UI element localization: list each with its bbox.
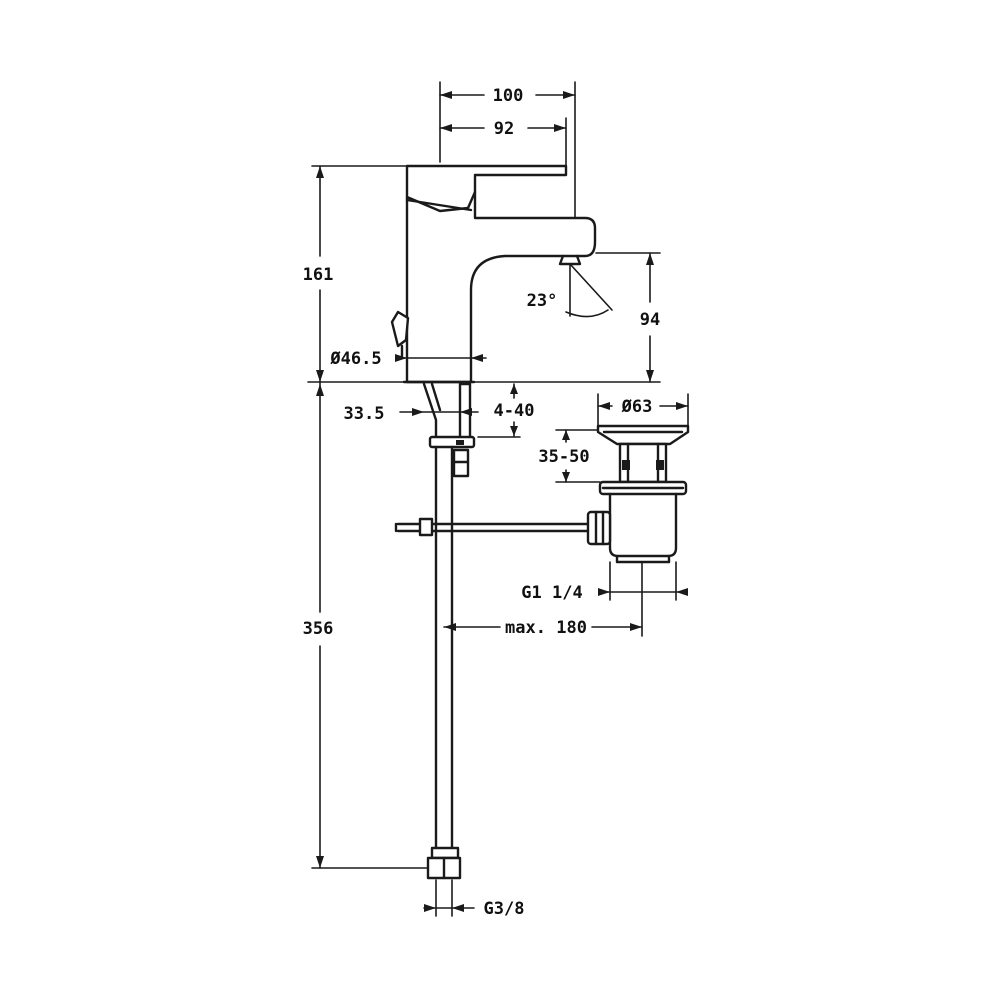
waste-valve (586, 424, 690, 564)
dim-hose-thread: G3/8 (484, 899, 525, 919)
dim-hose-length: 356 (303, 619, 334, 639)
dim-waste-thread: G1 1/4 (521, 583, 582, 603)
faucet-body (390, 164, 597, 384)
dim-rod-length: max. 180 (505, 618, 587, 638)
waste-cap (596, 424, 690, 446)
dim-width-total: 100 (493, 86, 524, 106)
body-column (405, 190, 597, 384)
dim-deck-thickness: 4-40 (494, 401, 535, 421)
dim-height-total: 161 (303, 265, 334, 285)
hose-nut (430, 846, 460, 860)
dimension-labels: 100 92 161 94 23° Ø46.5 33.5 4-40 Ø63 35… (303, 86, 661, 919)
dim-body-diameter: Ø46.5 (329, 349, 381, 369)
popup-lever (390, 310, 410, 348)
dim-shank-offset: 33.5 (344, 404, 385, 424)
mounting-washer (428, 435, 476, 449)
dim-width-spout: 92 (494, 119, 514, 139)
dim-spout-angle: 23° (527, 291, 558, 311)
dimension-lines (307, 81, 689, 917)
dim-spout-height: 94 (640, 310, 660, 330)
dim-waste-range: 35-50 (538, 447, 589, 467)
shank-assembly (394, 382, 590, 880)
dim-waste-diameter: Ø63 (621, 397, 653, 417)
